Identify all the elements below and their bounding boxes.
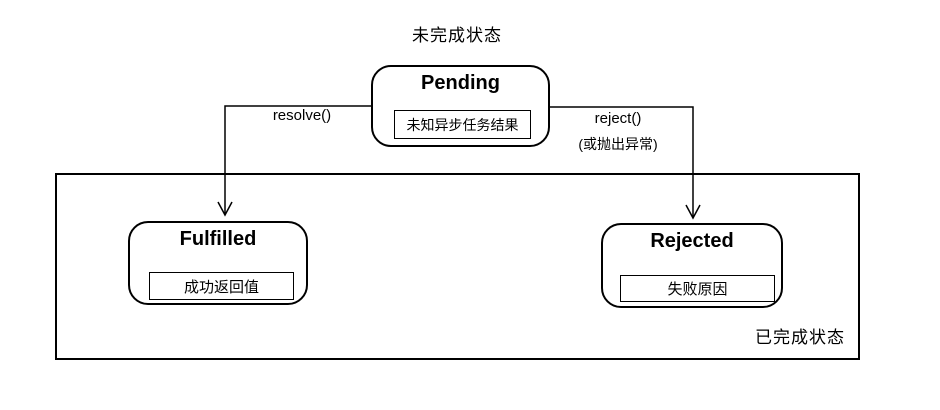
node-pending: Pending 未知异步任务结果: [371, 65, 550, 147]
node-fulfilled-title: Fulfilled: [179, 228, 257, 250]
node-pending-value: 未知异步任务结果: [394, 110, 531, 139]
node-rejected-value: 失败原因: [620, 275, 775, 302]
settled-section-box: 已完成状态: [55, 173, 860, 360]
edge-label-resolve: resolve(): [272, 107, 332, 124]
node-pending-title: Pending: [421, 72, 500, 94]
node-fulfilled: Fulfilled 成功返回值: [128, 221, 308, 305]
edge-label-reject-sublabel: (或抛出异常): [578, 136, 658, 152]
settled-section-label: 已完成状态: [755, 328, 845, 347]
node-fulfilled-value: 成功返回值: [149, 272, 294, 300]
pending-section-label: 未完成状态: [412, 26, 502, 45]
node-rejected-title: Rejected: [650, 230, 734, 252]
edge-label-reject: reject(): [594, 110, 642, 127]
node-rejected: Rejected 失败原因: [601, 223, 783, 308]
